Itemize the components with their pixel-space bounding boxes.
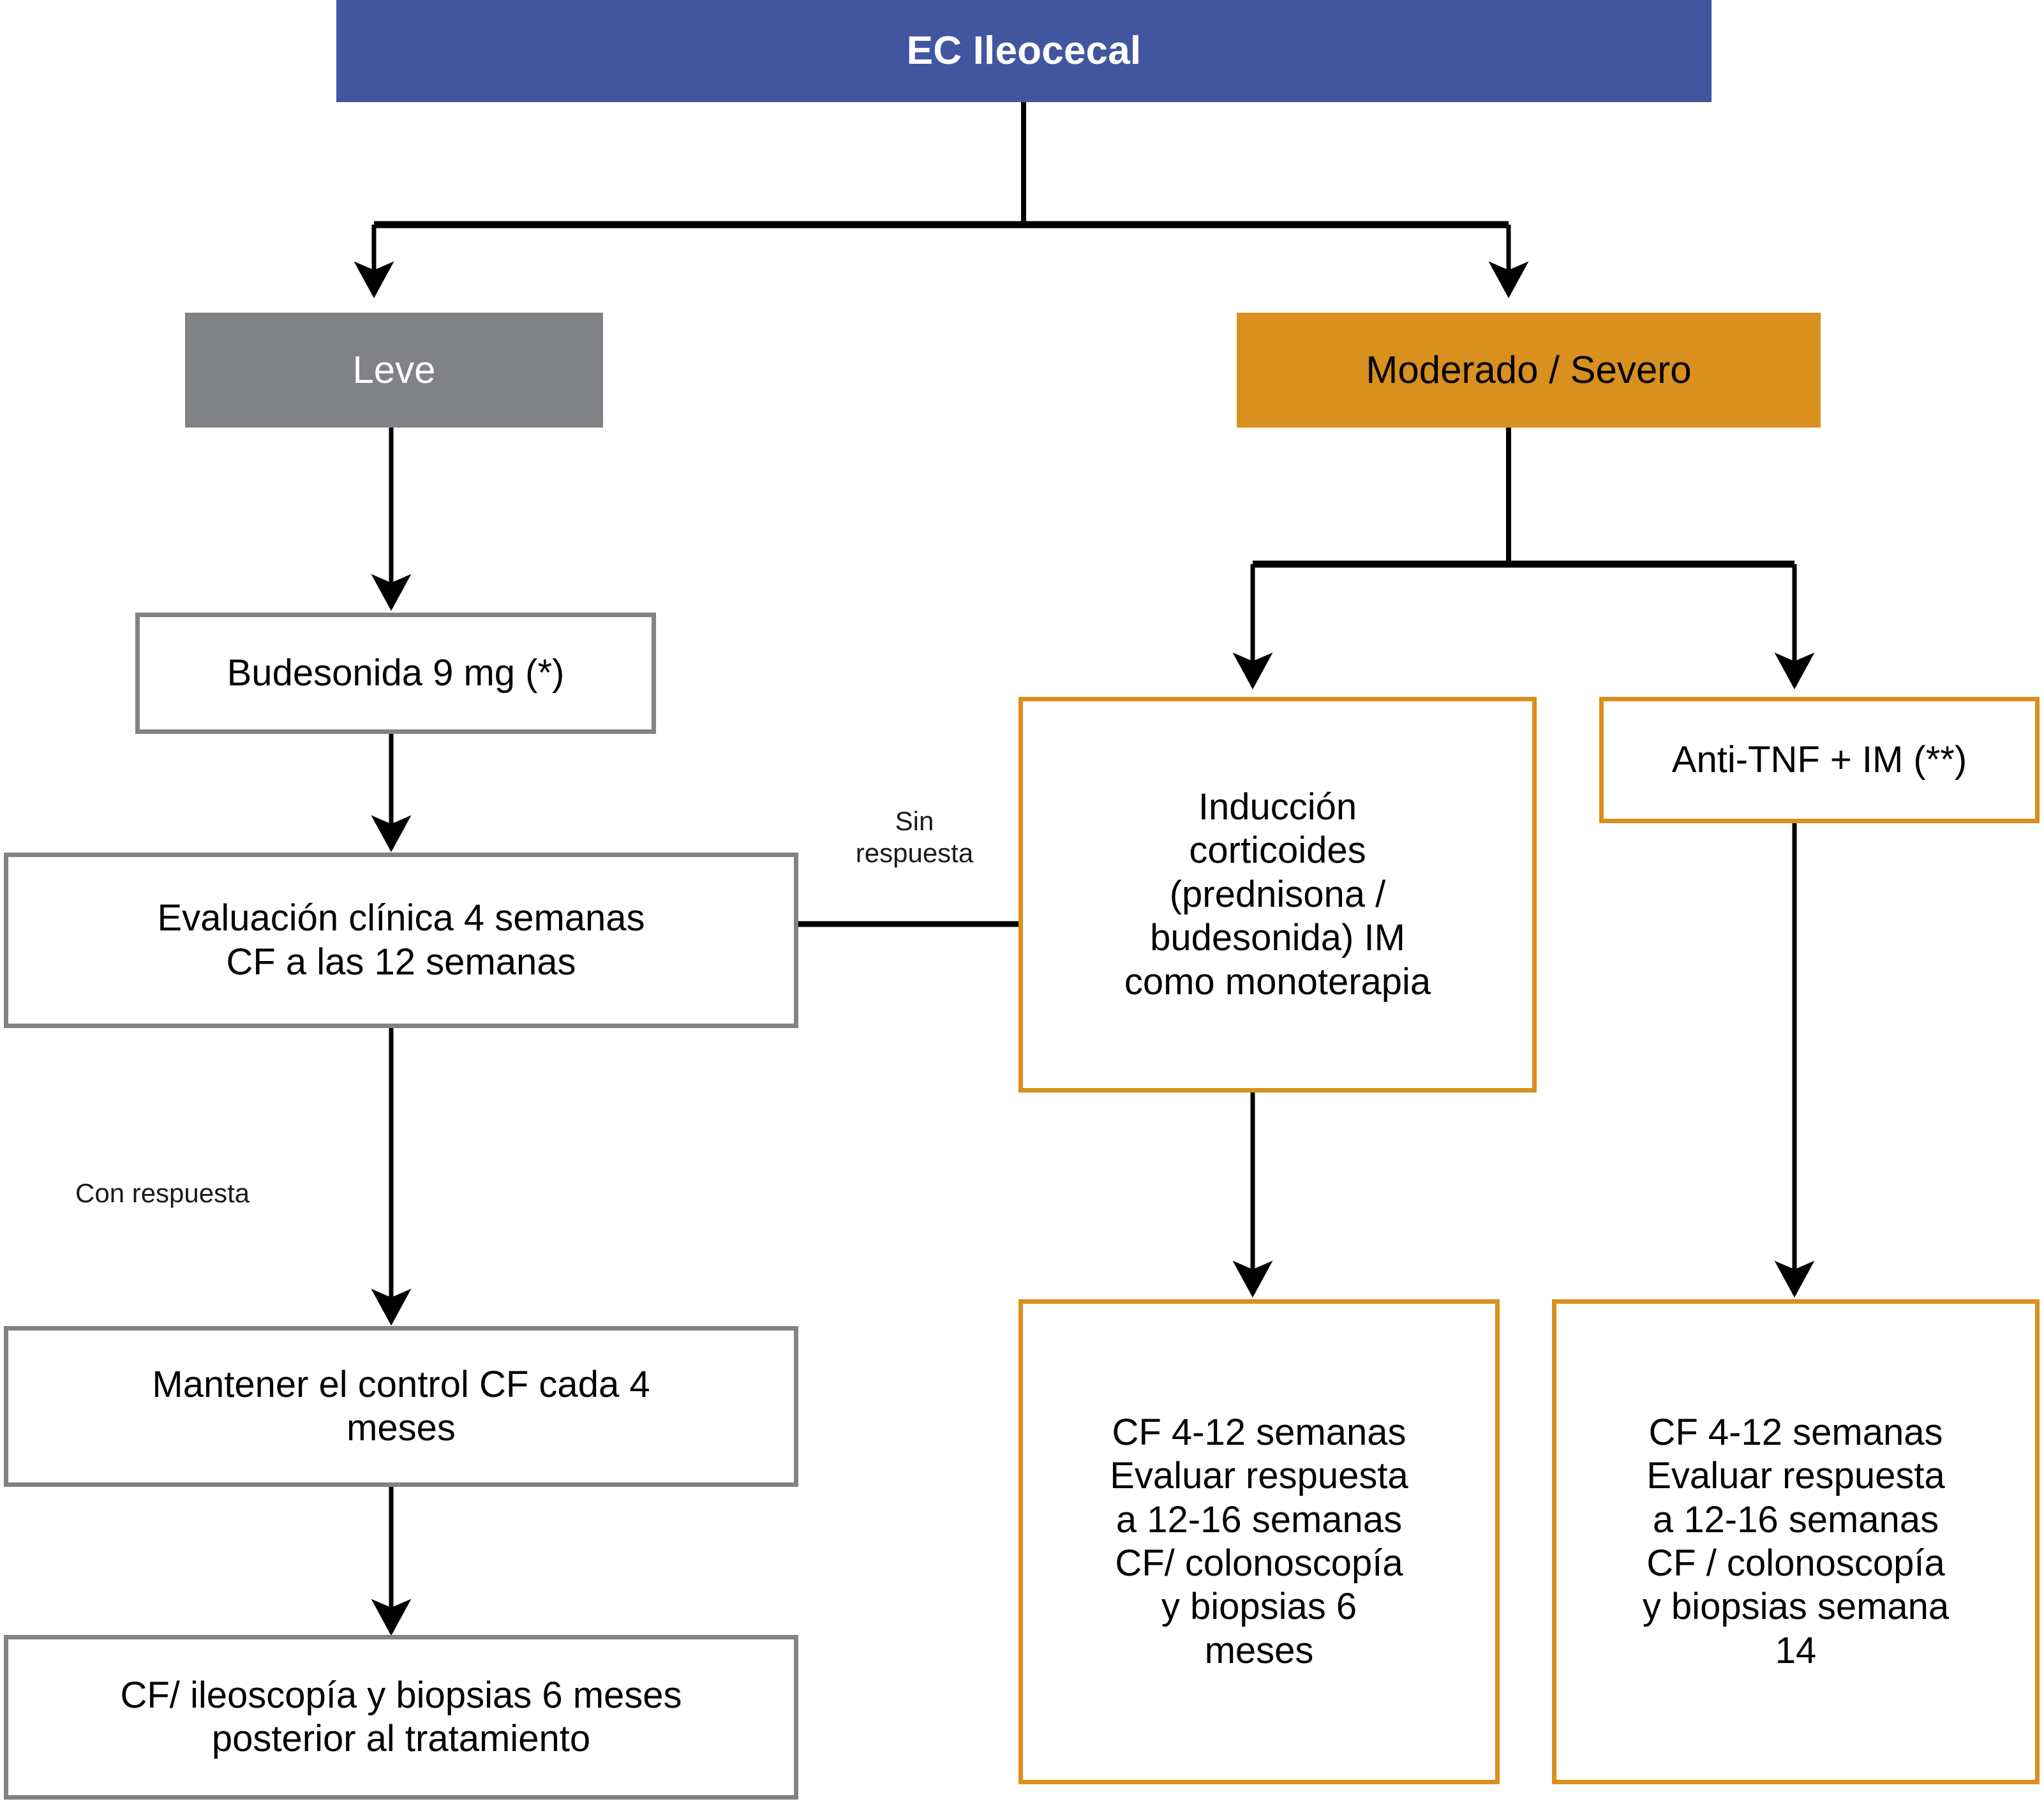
node-leve-label: Leve <box>352 348 436 391</box>
node-evaluacion-clinica-label: Evaluación clínica 4 semanas CF a las 12… <box>157 897 645 983</box>
node-moderado-severo[interactable]: Moderado / Severo <box>1237 313 1821 428</box>
node-ec-ileocecal[interactable]: EC Ileocecal <box>336 0 1712 102</box>
node-ileoscopia-biopsias[interactable]: CF/ ileoscopía y biopsias 6 meses poster… <box>4 1635 798 1800</box>
node-ec-ileocecal-label: EC Ileocecal <box>906 29 1142 73</box>
node-induccion-corticoides[interactable]: Inducción corticoides (prednisona / bude… <box>1018 697 1537 1093</box>
node-leve[interactable]: Leve <box>185 313 603 428</box>
node-mantener-control-label: Mantener el control CF cada 4 meses <box>152 1363 650 1449</box>
node-budesonida[interactable]: Budesonida 9 mg (*) <box>135 613 656 734</box>
node-cf-evaluar-derecha-label: CF 4-12 semanas Evaluar respuesta a 12-1… <box>1642 1411 1950 1671</box>
node-anti-tnf-label: Anti-TNF + IM (**) <box>1671 738 1967 780</box>
edge-label-sin-respuesta: Sin respuesta <box>855 806 974 868</box>
edge-label-con-respuesta: Con respuesta <box>75 1178 250 1208</box>
node-ileoscopia-biopsias-label: CF/ ileoscopía y biopsias 6 meses poster… <box>120 1674 682 1759</box>
node-cf-evaluar-derecha[interactable]: CF 4-12 semanas Evaluar respuesta a 12-1… <box>1552 1299 2040 1784</box>
node-moderado-severo-label: Moderado / Severo <box>1366 348 1692 391</box>
node-induccion-corticoides-label: Inducción corticoides (prednisona / bude… <box>1124 786 1431 1003</box>
node-anti-tnf[interactable]: Anti-TNF + IM (**) <box>1599 697 2040 823</box>
node-budesonida-label: Budesonida 9 mg (*) <box>227 652 565 694</box>
node-cf-evaluar-centro[interactable]: CF 4-12 semanas Evaluar respuesta a 12-1… <box>1018 1299 1500 1784</box>
node-evaluacion-clinica[interactable]: Evaluación clínica 4 semanas CF a las 12… <box>4 853 798 1028</box>
node-cf-evaluar-centro-label: CF 4-12 semanas Evaluar respuesta a 12-1… <box>1110 1411 1408 1671</box>
node-mantener-control[interactable]: Mantener el control CF cada 4 meses <box>4 1326 798 1487</box>
